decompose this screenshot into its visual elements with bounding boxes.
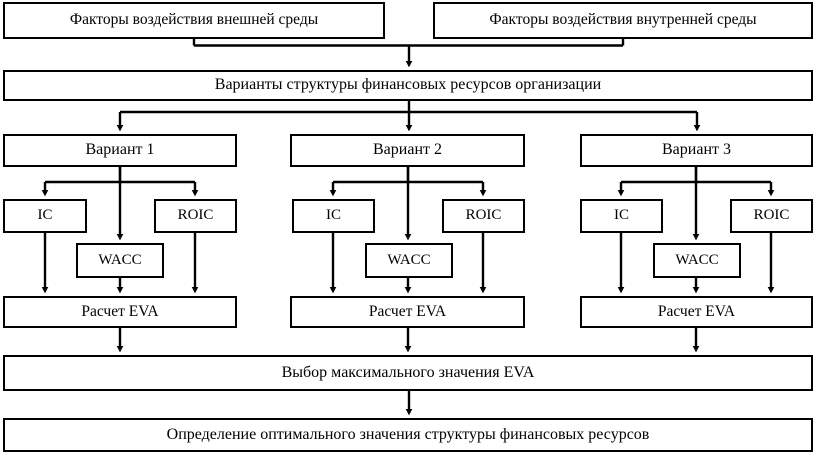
- node-ic-2-label: IC: [326, 207, 341, 224]
- node-variant-2-label: Вариант 2: [373, 141, 442, 159]
- node-eva-2[interactable]: Расчет EVA: [290, 296, 525, 328]
- node-determine-optimal-structure[interactable]: Определение оптимального значения структ…: [3, 418, 813, 452]
- node-variant-3[interactable]: Вариант 3: [580, 134, 813, 167]
- node-ic-3[interactable]: IC: [580, 199, 663, 233]
- node-select-max-eva-label: Выбор максимального значения EVA: [281, 363, 535, 381]
- node-eva-1-label: Расчет EVA: [81, 302, 159, 320]
- node-wacc-1[interactable]: WACC: [76, 243, 164, 278]
- node-roic-2-label: ROIC: [465, 207, 502, 224]
- node-financial-structure-variants[interactable]: Варианты структуры финансовых ресурсов о…: [3, 70, 813, 101]
- node-wacc-1-label: WACC: [98, 251, 142, 268]
- node-roic-2[interactable]: ROIC: [442, 199, 525, 233]
- node-variant-3-label: Вариант 3: [662, 141, 731, 159]
- node-eva-1[interactable]: Расчет EVA: [3, 296, 237, 328]
- node-variant-1-label: Вариант 1: [85, 141, 155, 159]
- node-eva-2-label: Расчет EVA: [368, 302, 447, 320]
- node-select-max-eva[interactable]: Выбор максимального значения EVA: [3, 355, 813, 391]
- node-roic-1[interactable]: ROIC: [154, 199, 237, 233]
- node-ic-1[interactable]: IC: [3, 199, 87, 233]
- node-wacc-3[interactable]: WACC: [653, 243, 741, 278]
- node-internal-factors-label: Факторы воздействия внутренней среды: [489, 11, 757, 29]
- node-financial-structure-variants-label: Варианты структуры финансовых ресурсов о…: [214, 76, 602, 94]
- node-variant-1[interactable]: Вариант 1: [3, 134, 237, 167]
- node-eva-3-label: Расчет EVA: [657, 302, 736, 320]
- node-ic-3-label: IC: [614, 207, 629, 224]
- node-ic-2[interactable]: IC: [292, 199, 375, 233]
- node-roic-1-label: ROIC: [177, 207, 214, 224]
- node-roic-3[interactable]: ROIC: [730, 199, 813, 233]
- node-external-factors[interactable]: Факторы воздействия внешней среды: [3, 2, 385, 39]
- node-wacc-2-label: WACC: [387, 251, 431, 268]
- node-wacc-3-label: WACC: [675, 251, 719, 268]
- node-roic-3-label: ROIC: [753, 207, 790, 224]
- node-determine-optimal-structure-label: Определение оптимального значения структ…: [166, 425, 650, 443]
- node-eva-3[interactable]: Расчет EVA: [580, 296, 813, 328]
- node-wacc-2[interactable]: WACC: [365, 243, 453, 278]
- node-ic-1-label: IC: [37, 207, 53, 224]
- node-variant-2[interactable]: Вариант 2: [290, 134, 525, 167]
- node-external-factors-label: Факторы воздействия внешней среды: [69, 11, 319, 29]
- node-internal-factors[interactable]: Факторы воздействия внутренней среды: [433, 2, 813, 39]
